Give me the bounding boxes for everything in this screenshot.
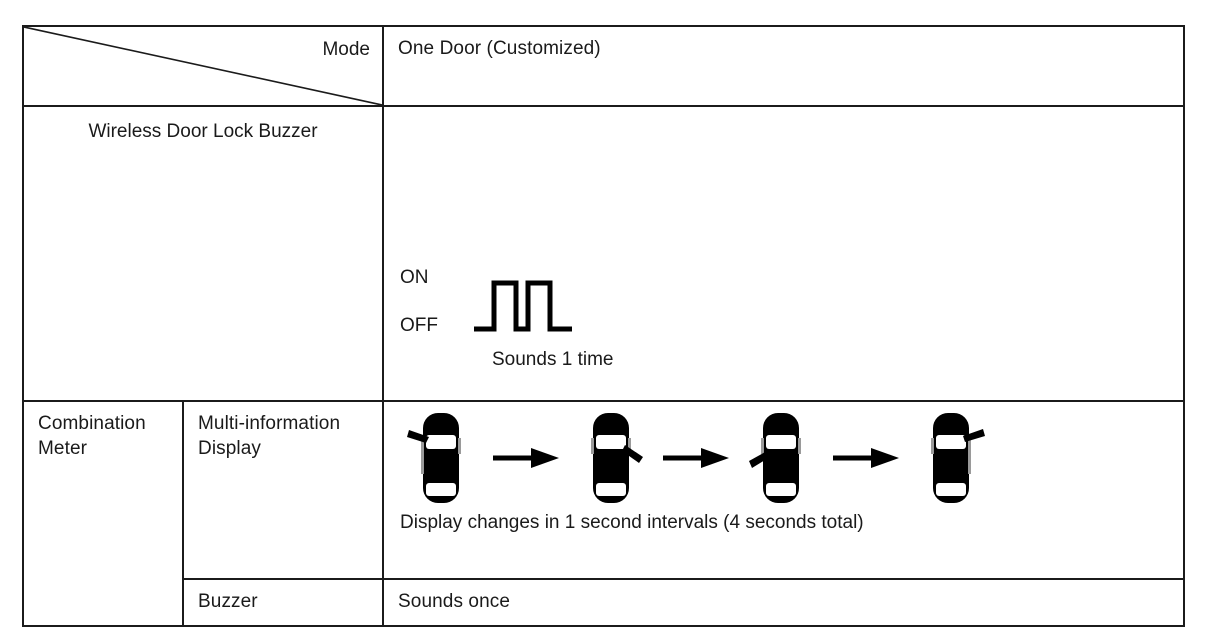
row-label-wireless-door-lock-buzzer: Wireless Door Lock Buzzer (22, 104, 384, 403)
diagonal-corner-cell: Mode (22, 25, 384, 107)
display-sequence: Display changes in 1 second intervals (4… (384, 402, 1183, 567)
timing-off-label: OFF (400, 315, 438, 336)
sequence-arrow-2 (650, 410, 742, 506)
car-sequence-strip (402, 410, 990, 506)
sequence-frame-1 (402, 410, 480, 506)
table-row: Wireless Door Lock Buzzer ON OFF So (22, 104, 1185, 403)
wireless-buzzer-timing-cell: ON OFF Sounds 1 time (382, 104, 1185, 403)
arrow-right-icon (493, 448, 559, 469)
buzzer-label: Buzzer (198, 590, 258, 612)
rear-left-door-open-icon (749, 413, 801, 504)
row-label-combination-meter: Combination Meter (22, 400, 184, 627)
square-wave-icon (474, 280, 572, 332)
multi-information-display-label: Multi-information Display (198, 413, 341, 459)
timing-chart-caption: Sounds 1 time (492, 349, 614, 370)
display-sequence-cell: Display changes in 1 second intervals (4… (382, 400, 1185, 580)
wireless-door-lock-buzzer-label: Wireless Door Lock Buzzer (88, 121, 318, 142)
row-label-multi-information-display: Multi-information Display (182, 400, 384, 580)
sequence-frame-2 (572, 410, 650, 506)
timing-on-label: ON (400, 267, 429, 288)
table-row: Combination Meter Multi-information Disp… (22, 400, 1185, 627)
sequence-frame-3 (742, 410, 820, 506)
sequence-arrow-1 (480, 410, 572, 506)
mode-value-cell: One Door (Customized) (382, 25, 1185, 107)
table-row: Buzzer Sounds once (23, 577, 1185, 628)
arrow-right-icon (663, 448, 729, 469)
sequence-frame-4 (912, 410, 990, 506)
table-header-row: Mode One Door (Customized) (22, 25, 1185, 107)
display-sequence-caption: Display changes in 1 second intervals (4… (400, 512, 864, 534)
sequence-arrow-3 (820, 410, 912, 506)
timing-chart-graphic: ON OFF Sounds 1 time (400, 267, 730, 377)
rear-right-door-open-icon (591, 413, 643, 504)
mode-value-text: One Door (Customized) (398, 38, 601, 59)
column-header-mode: Mode (322, 39, 370, 60)
front-right-door-open-icon (931, 413, 985, 504)
arrow-right-icon (833, 448, 899, 469)
timing-chart: ON OFF Sounds 1 time (384, 107, 1183, 383)
buzzer-value-cell: Sounds once (382, 577, 1185, 628)
row-label-buzzer: Buzzer (182, 577, 384, 628)
diagonal-divider-icon (24, 27, 382, 105)
specification-table: Mode One Door (Customized) Wireless Door… (22, 25, 1185, 628)
front-left-door-open-icon (407, 413, 461, 504)
combination-meter-label: Combination Meter (38, 413, 146, 459)
buzzer-value-text: Sounds once (398, 590, 511, 612)
